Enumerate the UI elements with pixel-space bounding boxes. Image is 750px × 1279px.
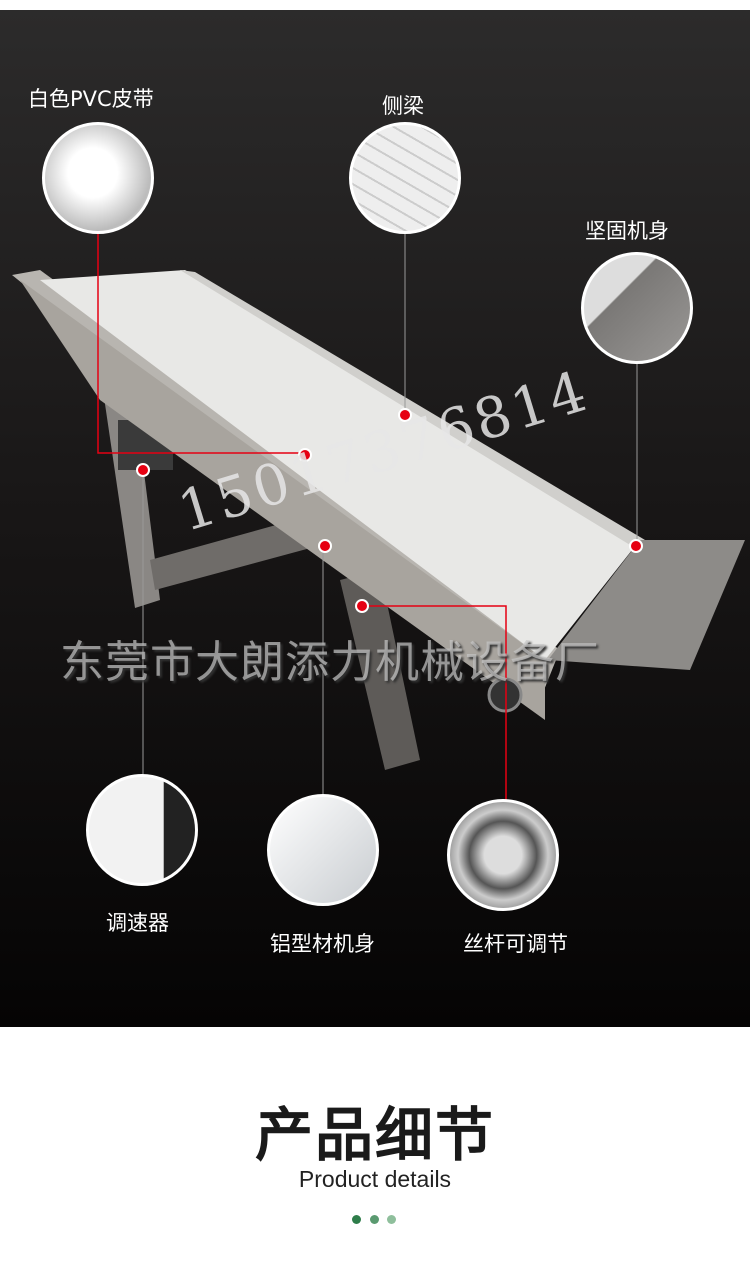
decor-dot [352, 1215, 361, 1224]
top-strip [0, 0, 750, 10]
label-pvc-belt: 白色PVC皮带 [28, 87, 154, 111]
thumb-pvc-belt [42, 122, 154, 234]
label-sturdy-body: 坚固机身 [585, 219, 669, 243]
frame-body [20, 280, 545, 720]
label-aluminum-profile: 铝型材机身 [270, 932, 375, 956]
watermark-company: 东莞市大朗添力机械设备厂 [60, 637, 600, 688]
thumb-aluminum-profile [267, 794, 379, 906]
marker-dot [398, 408, 412, 422]
outlet-plate [548, 540, 745, 670]
callout-line-pvc [97, 233, 305, 454]
label-side-beam: 侧梁 [382, 94, 424, 118]
leg [100, 360, 160, 608]
label-speed-controller: 调速器 [106, 911, 169, 935]
belt-surface [40, 270, 640, 660]
thumb-sturdy-body [581, 252, 693, 364]
bearing [487, 677, 523, 713]
leg [340, 570, 420, 770]
callout-line-screw [362, 605, 507, 800]
section-title: 产品细节 [254, 1101, 495, 1169]
marker-dot [355, 599, 369, 613]
conveyor-illustration [12, 233, 745, 800]
marker-dot [298, 448, 312, 462]
marker-dot [629, 539, 643, 553]
thumb-side-beam [349, 122, 461, 234]
label-screw-adjust: 丝杆可调节 [463, 932, 568, 956]
product-hero-image: 15017376814 东莞市大朗添力机械设备厂 白色PVC皮带 侧梁 坚固机身… [0, 10, 750, 1027]
thumb-screw-adjust [447, 799, 559, 911]
thumb-speed-controller [86, 774, 198, 886]
decor-dot [370, 1215, 379, 1224]
section-subtitle: Product details [298, 1166, 452, 1192]
side-beam [180, 270, 645, 548]
marker-dot [136, 463, 150, 477]
decor-dot [387, 1215, 396, 1224]
marker-dot [318, 539, 332, 553]
